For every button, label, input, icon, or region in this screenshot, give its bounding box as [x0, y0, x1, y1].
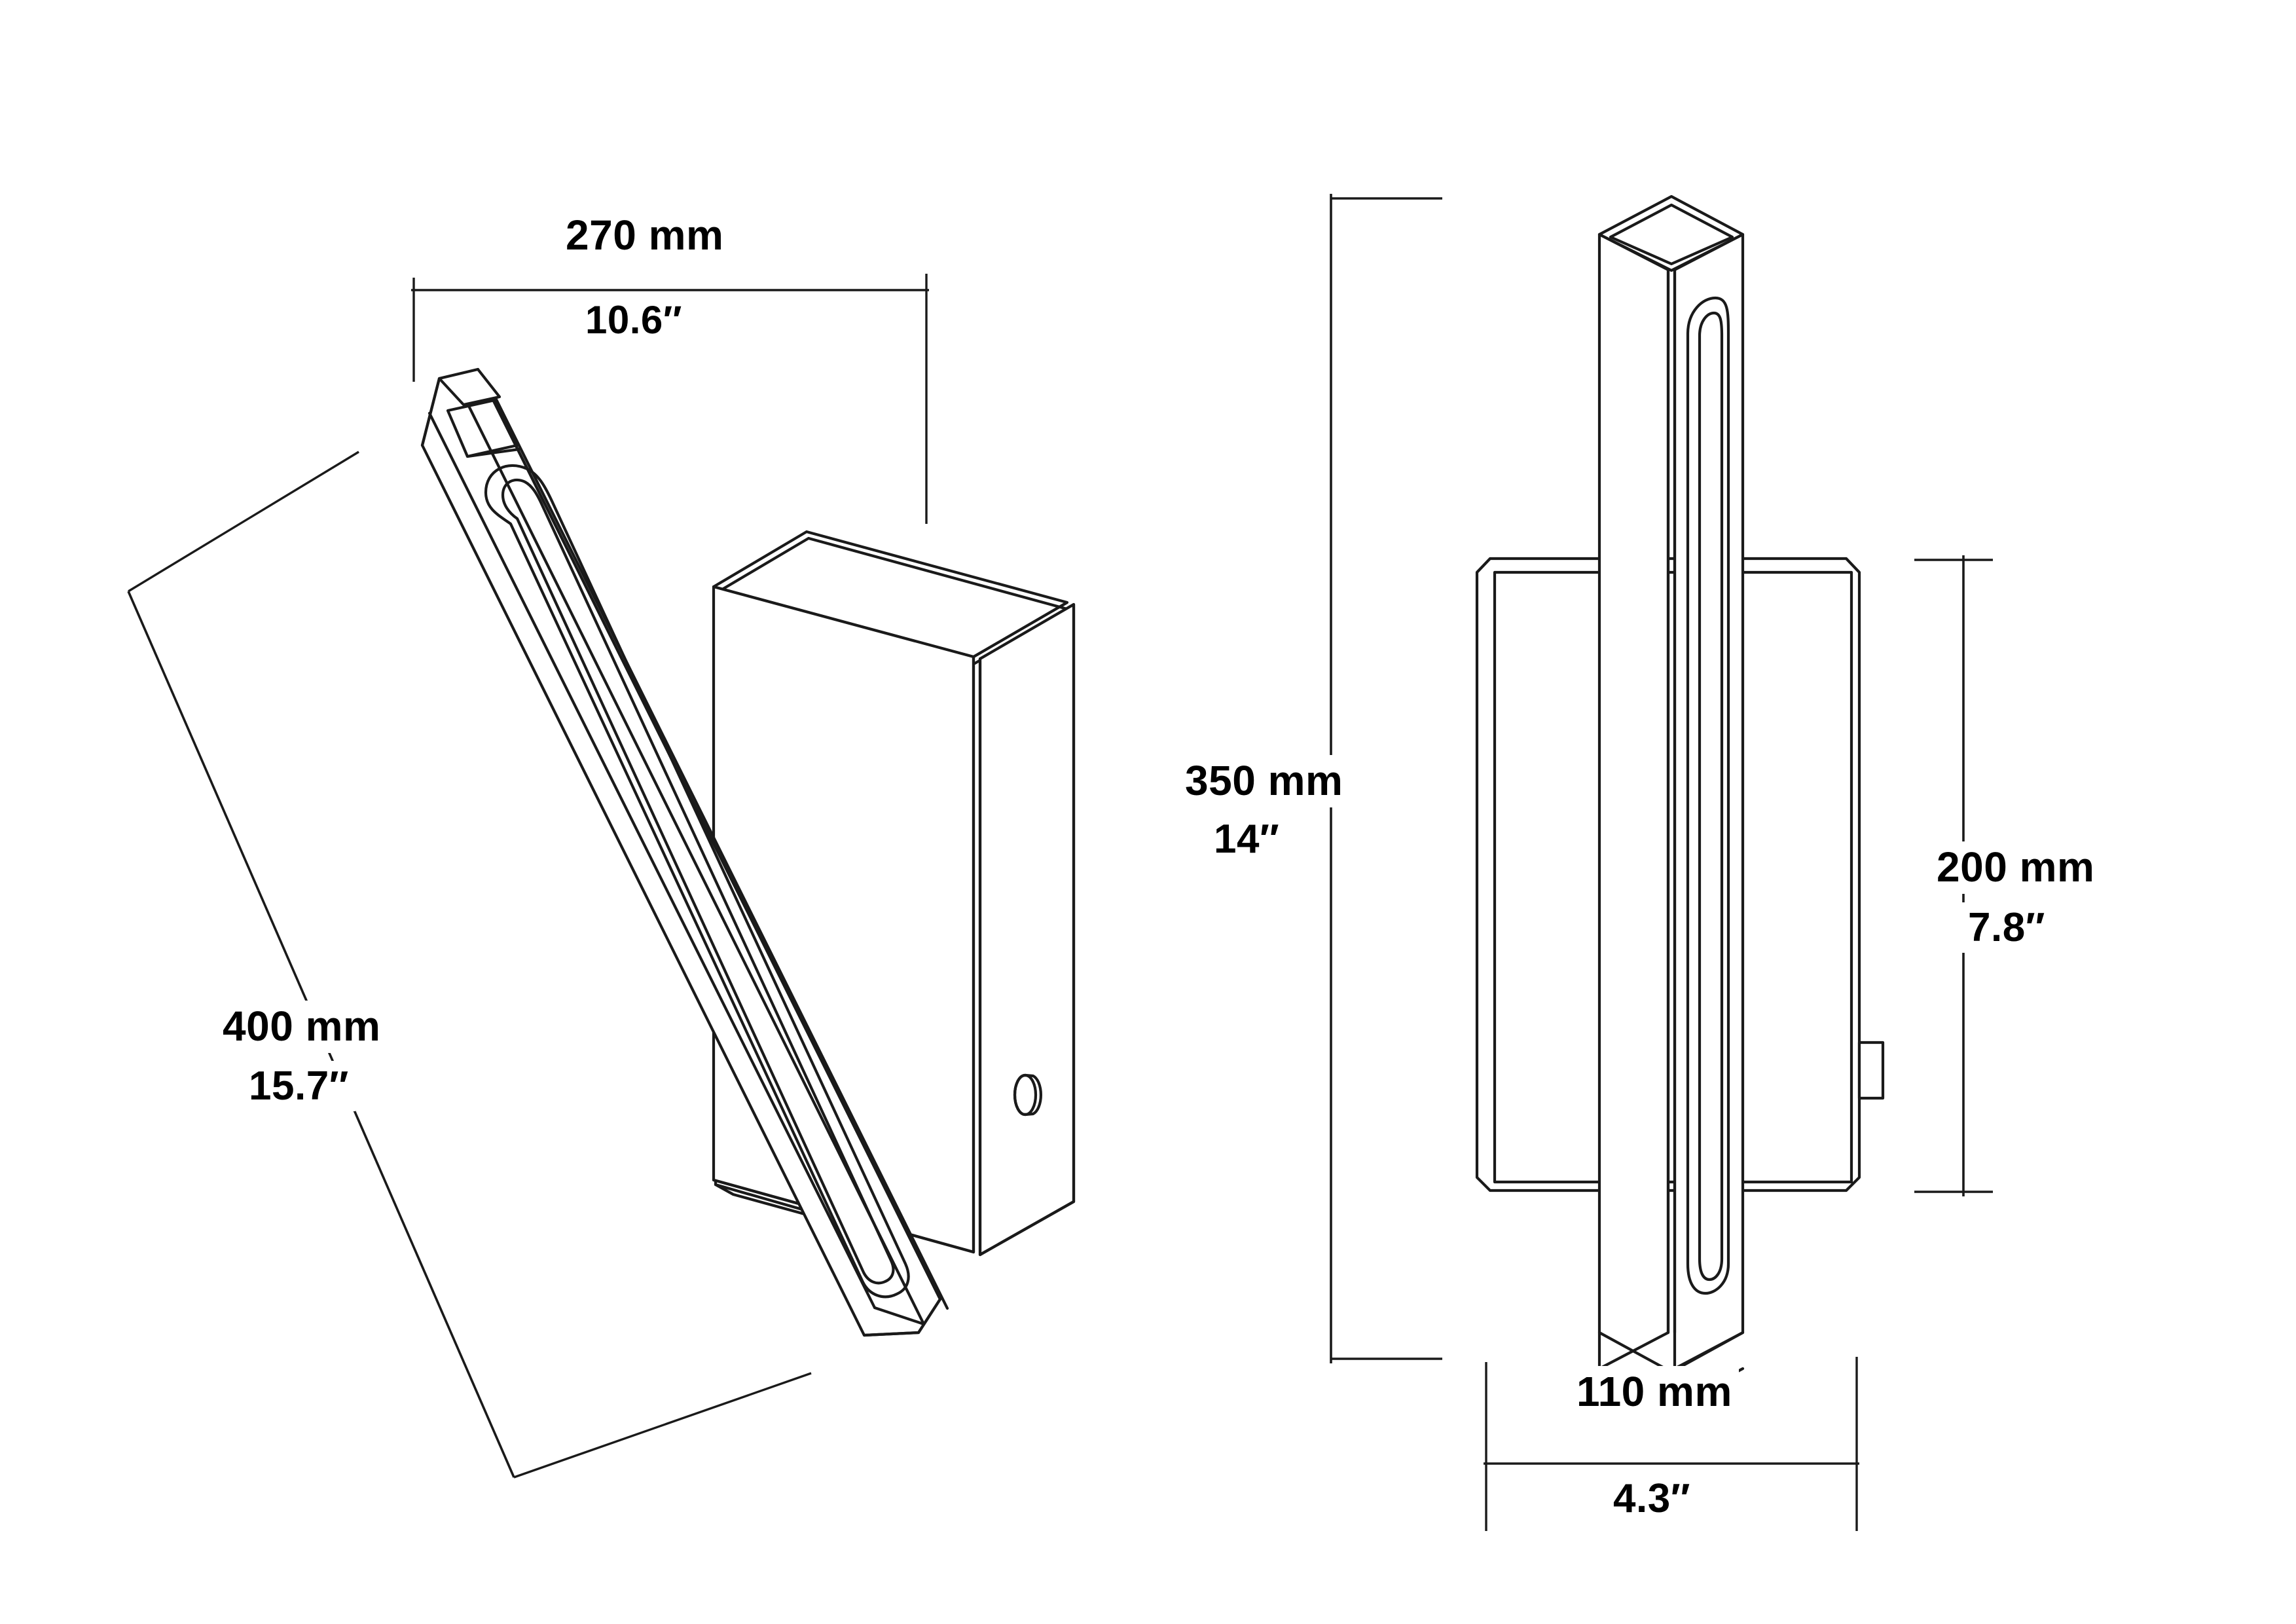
dimension-400-inch-value: 15.7″: [249, 1063, 349, 1109]
dimension-label-350mm: 350 mm: [1178, 755, 1350, 807]
dimension-label-400mm: 400 mm: [216, 1001, 388, 1053]
dimension-label-110mm: 110 mm: [1570, 1366, 1739, 1418]
dimension-350-mm-value: 350 mm: [1185, 757, 1343, 804]
dimension-label-350in: 14″: [1207, 814, 1286, 865]
dimension-label-200mm: 200 mm: [1930, 841, 2102, 894]
dimension-label-400in: 15.7″: [242, 1061, 355, 1112]
led-bar: [1597, 194, 1745, 1409]
dimension-label-200-inch: 7.8″: [1961, 902, 2052, 953]
dimension-label-270mm: 270 mm: [559, 210, 731, 262]
led-light-channel: [1686, 296, 1730, 1295]
dimension-270mm: [411, 274, 929, 524]
dimension-200-inch-text: 7.8″: [1968, 905, 2045, 950]
dimension-110-mm-value: 110 mm: [1576, 1368, 1732, 1415]
dimension-350-inch-value: 14″: [1214, 817, 1280, 862]
led-arm: [420, 367, 949, 1337]
dimension-400-mm-value: 400 mm: [223, 1003, 381, 1050]
housing-box: [712, 530, 1076, 1257]
dimension-label-270in: 10.6″: [579, 296, 689, 345]
bar-top-cap: [1597, 194, 1745, 272]
dimension-270-inch-value: 10.6″: [585, 298, 683, 342]
dimension-110-inch-value: 4.3″: [1613, 1476, 1690, 1521]
perspective-view: [420, 367, 1076, 1337]
side-switch-tab[interactable]: [1857, 1041, 1885, 1100]
dimension-270-mm-value: 270 mm: [566, 212, 724, 259]
dimension-200-mm-value: 200 mm: [1937, 843, 2095, 891]
dimension-label-110in: 4.3″: [1607, 1473, 1697, 1524]
dimension-110mm: [1484, 1357, 1859, 1531]
front-elevation-view: [1475, 194, 1885, 1409]
power-button[interactable]: [1013, 1073, 1043, 1116]
